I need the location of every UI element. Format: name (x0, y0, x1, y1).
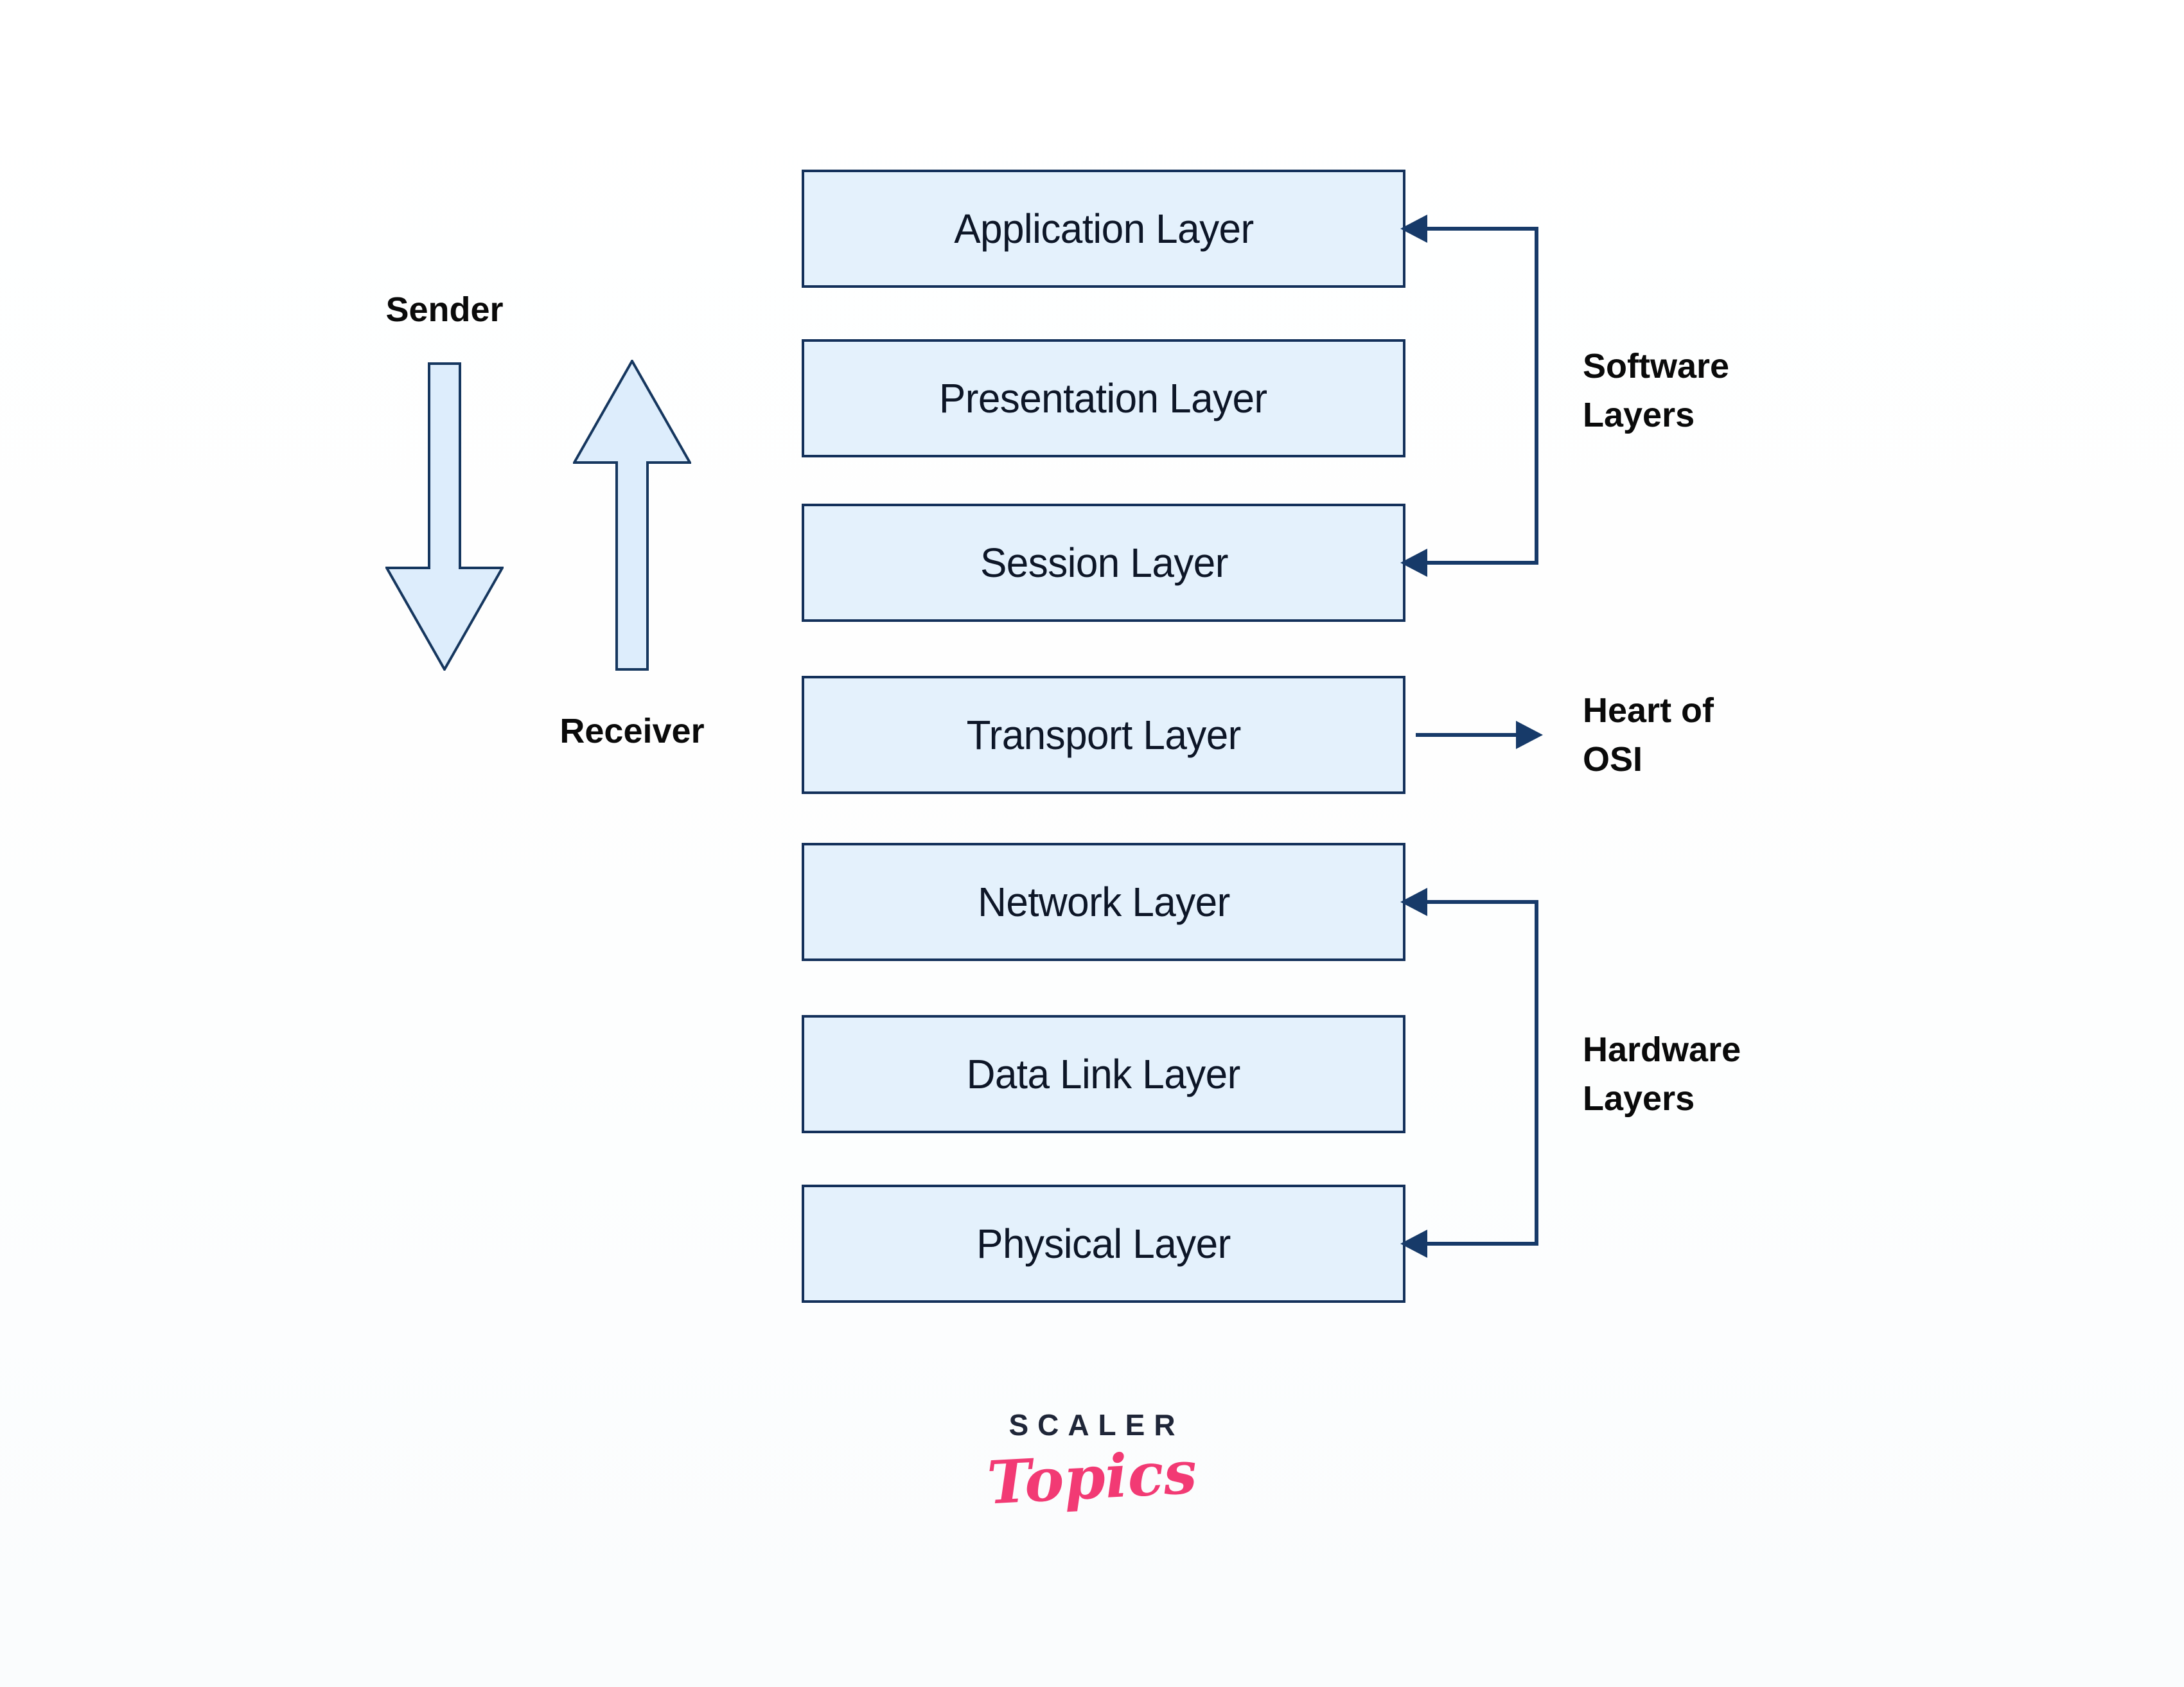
software-layers-label: Software Layers (1583, 347, 1730, 434)
layer-label-transport: Transport Layer (966, 711, 1241, 757)
software-layers-bracket (1400, 215, 1538, 577)
heart-of-osi-label: Heart of OSI (1583, 691, 1714, 779)
layer-label-physical: Physical Layer (976, 1220, 1231, 1266)
layer-label-application: Application Layer (953, 205, 1254, 251)
arrowhead-to-physical-icon (1400, 1230, 1427, 1258)
sender-down-arrow-icon (385, 362, 504, 671)
hardware-layers-bracket (1400, 888, 1538, 1258)
layer-box-network: Network Layer (802, 843, 1405, 961)
topics-wordmark: Topics (985, 1437, 1199, 1518)
connector-lines (1400, 215, 1543, 1258)
layer-box-physical: Physical Layer (802, 1185, 1405, 1303)
layer-label-datalink: Data Link Layer (966, 1050, 1241, 1097)
sender-label: Sender (385, 290, 504, 329)
layer-box-session: Session Layer (802, 504, 1405, 622)
heart-of-osi-arrow (1416, 721, 1543, 749)
layer-box-transport: Transport Layer (802, 676, 1405, 794)
layer-box-presentation: Presentation Layer (802, 339, 1405, 457)
scaler-topics-logo: SCALER Topics (899, 1408, 1285, 1517)
layer-label-presentation: Presentation Layer (939, 375, 1268, 421)
arrowhead-to-session-icon (1400, 549, 1427, 577)
arrowhead-to-heart-label-icon (1516, 721, 1543, 749)
receiver-up-arrow-icon (573, 360, 691, 671)
layer-label-session: Session Layer (980, 539, 1228, 585)
layer-box-application: Application Layer (802, 170, 1405, 288)
hardware-layers-label: Hardware Layers (1583, 1030, 1741, 1118)
receiver-label: Receiver (559, 712, 705, 750)
layer-box-datalink: Data Link Layer (802, 1015, 1405, 1133)
scaler-wordmark: SCALER (1008, 1408, 1184, 1442)
arrowhead-to-network-icon (1400, 888, 1427, 916)
arrowhead-to-application-icon (1400, 215, 1427, 243)
layer-label-network: Network Layer (977, 878, 1230, 924)
